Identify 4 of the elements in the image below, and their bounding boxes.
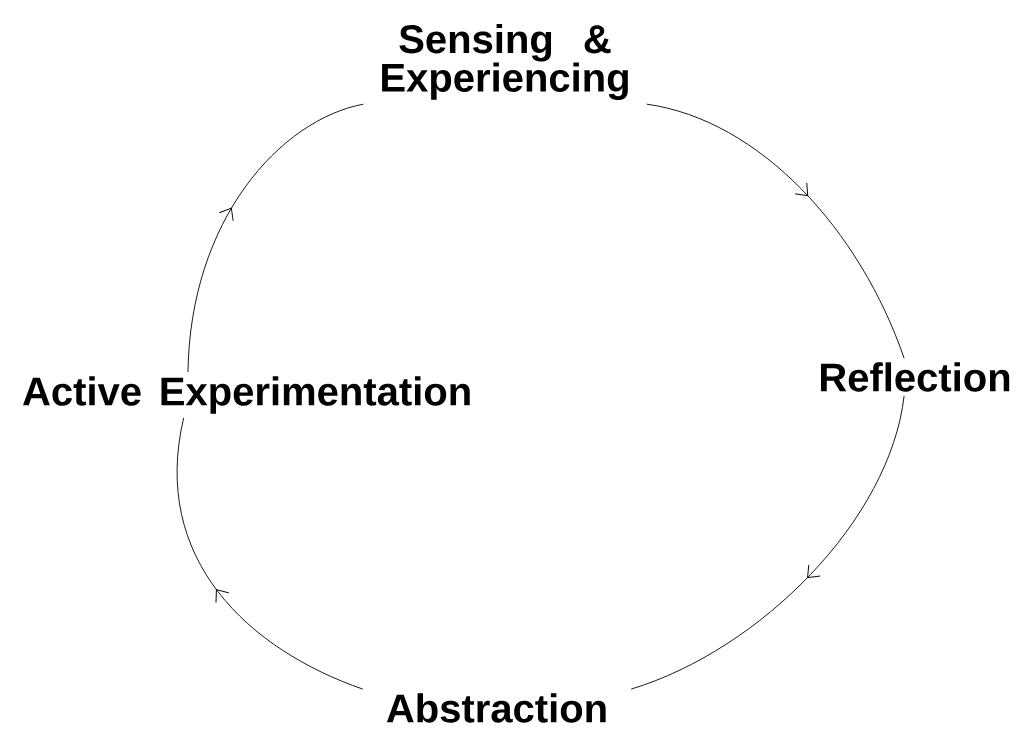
- stage-label: Reflection: [821, 362, 1010, 392]
- stage-label: Sensing & Experiencing: [382, 24, 628, 100]
- stage-label: Active Experimentation: [23, 376, 470, 414]
- stage-label: Abstraction: [386, 693, 606, 723]
